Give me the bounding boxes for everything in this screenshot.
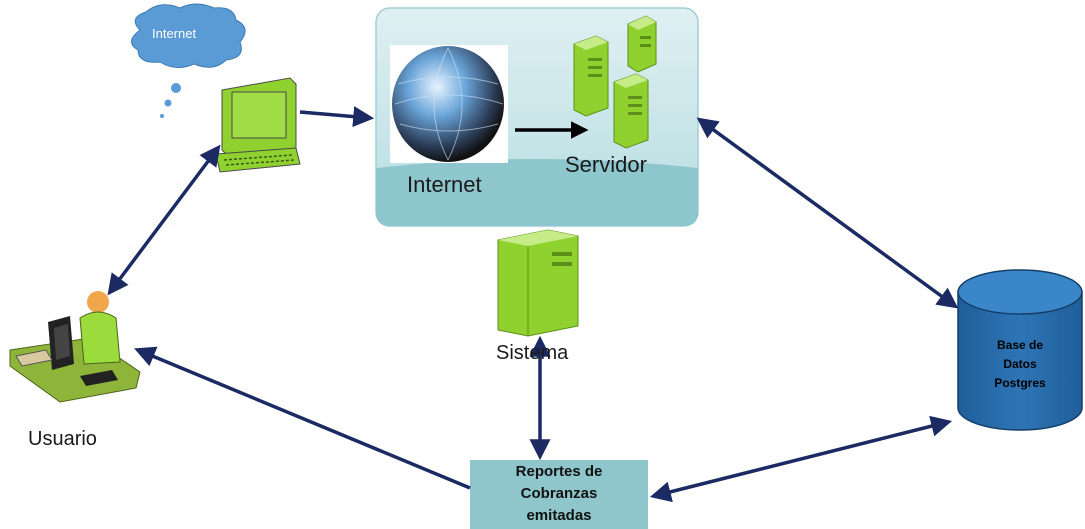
arrow-computer-usuario [107,144,221,296]
servidor-label: Servidor [565,152,647,177]
reportes-label: Reportes de Cobranzas emitadas [515,463,603,524]
cloud-icon [131,3,246,118]
cloud-label: Internet [152,26,197,41]
database-label: Base de Datos Postgres [994,338,1046,390]
connector-arrows [107,106,959,503]
globe-icon [390,45,508,163]
sistema-server-icon [497,229,579,337]
database-icon [957,269,1083,431]
internet-label: Internet [407,172,482,197]
sistema-label: Sistema [496,342,569,364]
arrow-computer-to-internet [299,106,375,128]
usuario-label: Usuario [28,428,97,450]
reportes-box [470,460,648,529]
arrow-reportes-usuario [134,346,471,490]
user-workstation-icon [9,291,141,403]
computer-icon [215,77,301,173]
server-icon [573,15,657,149]
arrow-database-reportes [649,415,953,503]
arrow-internet-database [696,117,959,309]
